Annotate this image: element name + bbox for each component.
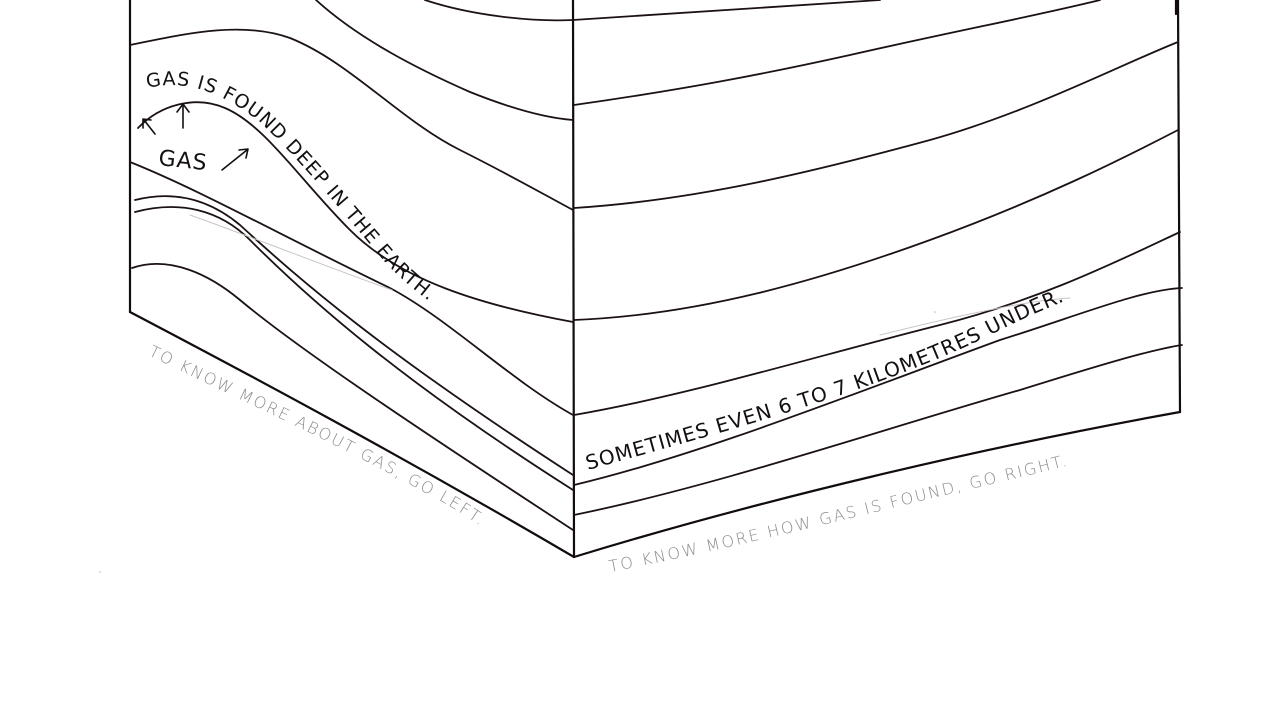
pencil-speck xyxy=(934,311,936,313)
right-layer-2 xyxy=(574,42,1178,208)
gas-arrow-up-icon xyxy=(177,104,189,128)
block-right-edge xyxy=(1178,0,1180,412)
top-layer-arc-small xyxy=(425,0,573,20)
gas-arrow-upright-icon xyxy=(222,149,248,170)
pencil-speck xyxy=(99,571,101,573)
top-layer-arc-left xyxy=(316,0,573,120)
right-layer-1 xyxy=(574,0,1100,105)
right-layer-3 xyxy=(574,130,1178,320)
block-center-edge xyxy=(573,0,574,557)
go-right-instruction: TO KNOW MORE HOW GAS IS FOUND, GO RIGHT. xyxy=(607,451,1070,576)
gas-arrow-upleft-icon xyxy=(143,119,155,134)
top-layer-arc-right xyxy=(573,0,880,20)
gas-label: GAS xyxy=(157,146,208,176)
go-left-instruction: TO KNOW MORE ABOUT GAS, GO LEFT. xyxy=(146,341,490,530)
block-bottom-left-edge xyxy=(130,312,574,557)
left-layer-1 xyxy=(130,30,573,210)
left-layer-6 xyxy=(132,264,573,530)
